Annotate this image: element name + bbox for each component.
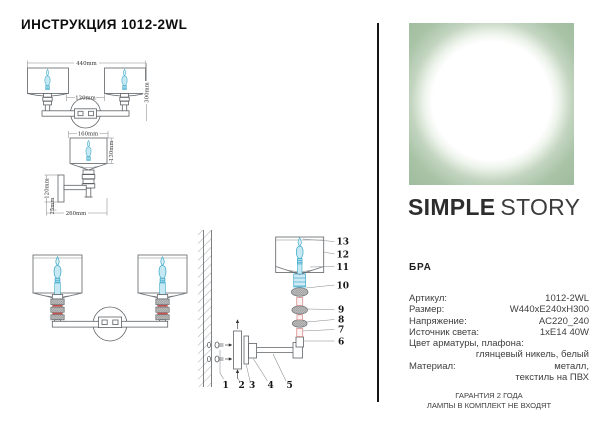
warranty-line: ГАРАНТИЯ 2 ГОДА <box>455 391 523 400</box>
part-number-13: 13 <box>337 238 350 248</box>
dim-side-plate-height: 120mm <box>45 178 51 199</box>
spec-value: 1xE14 40W <box>539 326 589 338</box>
bulb-icon <box>121 68 128 91</box>
exploded-view-drawing: 13 12 11 10 9 8 7 6 1 2 3 4 5 <box>198 230 349 391</box>
spec-label: Источник света: <box>409 326 480 338</box>
technical-drawings: 440mm 120mm <box>27 59 349 391</box>
dim-side-shade-height: 130mm <box>109 141 115 162</box>
spec-label: Цвет арматуры, плафона: <box>409 338 524 350</box>
part-number-11: 11 <box>337 263 350 273</box>
panel-divider <box>377 23 379 402</box>
dim-side-shade-width: 160mm <box>78 132 99 138</box>
part-number-12: 12 <box>337 251 350 261</box>
spec-value: текстиль на ПВХ <box>515 372 589 384</box>
spec-row-color-value: глянцевый никель, белый <box>409 349 589 360</box>
part-number-9: 9 <box>338 306 344 316</box>
part-number-6: 6 <box>338 338 344 348</box>
bulb-icon <box>53 256 62 285</box>
part-number-8: 8 <box>338 316 344 326</box>
brand-name-primary: SIMPLE <box>408 194 496 220</box>
part-number-3: 3 <box>249 381 255 391</box>
part-number-4: 4 <box>268 381 274 391</box>
part-6-stem <box>295 336 304 348</box>
assembly-front-view-drawing <box>32 254 188 342</box>
spec-label: Материал: <box>409 360 456 372</box>
dim-front-width: 440mm <box>76 61 97 67</box>
product-category: БРА <box>409 262 432 273</box>
spec-label: Размер: <box>409 304 445 316</box>
arm-joint <box>248 343 258 359</box>
brand-name-secondary: STORY <box>500 194 581 220</box>
part-9 <box>291 305 308 315</box>
mounting-bracket <box>233 330 242 370</box>
spec-value: AC220_240 <box>538 315 589 327</box>
part-8 <box>291 319 308 328</box>
dim-side-plate-offset: 25mm <box>50 197 56 214</box>
dim-front-height: 300mm <box>145 82 151 103</box>
spec-value: W440xE240xH300 <box>509 304 589 316</box>
warranty-note: ГАРАНТИЯ 2 ГОДА ЛАМПЫ В КОМПЛЕКТ НЕ ВХОД… <box>378 391 600 412</box>
backplate-cover <box>243 335 249 365</box>
spec-value: 1012-2WL <box>545 293 589 304</box>
side-view-drawing: 160mm 130mm 120mm 25mm <box>43 130 115 217</box>
bulb-icon <box>44 68 51 91</box>
lamps-note-line: ЛАМПЫ В КОМПЛЕКТ НЕ ВХОДЯТ <box>426 401 552 411</box>
spec-row-article: Артикул: 1012-2WL <box>409 293 589 304</box>
dim-side-depth: 260mm <box>66 211 87 217</box>
part-number-2: 2 <box>239 381 245 391</box>
spec-row-material-value2: текстиль на ПВХ <box>409 372 589 383</box>
spec-row-color: Цвет арматуры, плафона: <box>409 338 589 349</box>
part-13-bulb <box>295 237 304 265</box>
spec-row-size: Размер: W440xE240xH300 <box>409 304 589 315</box>
part-number-7: 7 <box>338 326 344 336</box>
bulb-socket <box>293 273 307 288</box>
spec-row-light-source: Источник света: 1xE14 40W <box>409 327 589 338</box>
part-7 <box>296 328 304 337</box>
spec-value: металл, <box>554 360 589 372</box>
spec-list: Артикул: 1012-2WL Размер: W440xE240xH300… <box>409 293 589 383</box>
bulb-icon <box>85 140 92 161</box>
page-title: ИНСТРУКЦИЯ 1012-2WL <box>21 17 188 32</box>
part-number-10: 10 <box>337 282 350 292</box>
spec-row-material: Материал: металл, <box>409 361 589 372</box>
brand-logo <box>409 23 574 185</box>
part-10 <box>291 287 309 297</box>
front-view-drawing: 440mm 120mm <box>27 59 151 129</box>
spec-label: Артикул: <box>409 293 448 304</box>
bulb-icon <box>158 256 167 285</box>
part-number-5: 5 <box>287 381 293 391</box>
part-number-1: 1 <box>223 381 229 391</box>
wall-section <box>198 230 212 387</box>
spec-label: Напряжение: <box>409 315 467 327</box>
spec-value: глянцевый никель, белый <box>475 349 589 361</box>
dim-front-backplate: 120mm <box>75 95 96 101</box>
spec-row-voltage: Напряжение: AC220_240 <box>409 316 589 327</box>
part-leaders <box>219 238 335 382</box>
